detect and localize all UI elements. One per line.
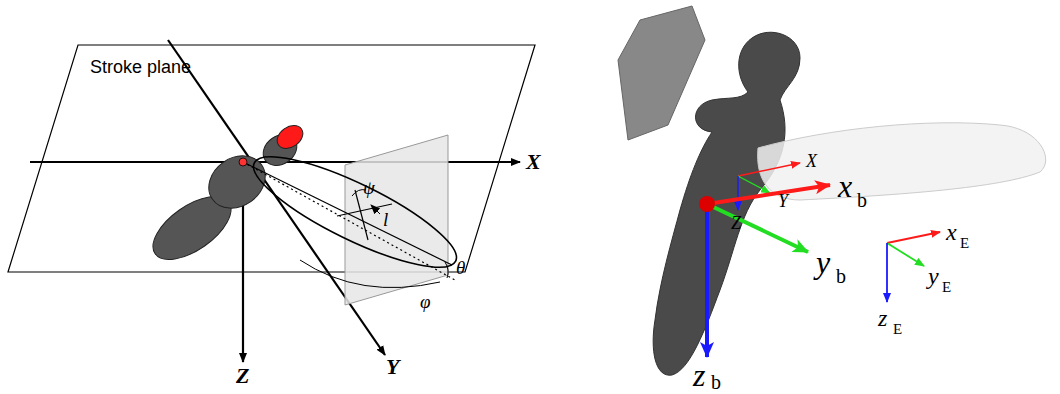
axis-subscript: b (857, 190, 867, 210)
axis-label: Y (778, 192, 788, 210)
angle-label: φ (420, 292, 431, 311)
axis-label: z (878, 306, 887, 330)
axis-subscript: E (960, 236, 969, 251)
plane-label: Stroke plane (90, 58, 191, 76)
axis-label: z (693, 359, 705, 391)
axis-subscript: E (893, 322, 902, 337)
axis-subscript: E (942, 280, 951, 295)
axis-label: Z (236, 365, 249, 387)
angle-label: θ (456, 258, 465, 277)
axis-subscript: b (711, 372, 721, 392)
axis-label: Y (386, 356, 399, 378)
axis-label: Z (731, 214, 741, 232)
axis-label: X (526, 151, 541, 173)
axis-subscript: b (836, 266, 846, 286)
angle-label: ψ (363, 178, 375, 197)
axis-label: x (946, 220, 957, 244)
axis-label: y (928, 264, 939, 288)
axis-label: X (806, 152, 817, 170)
length-label: l (383, 210, 388, 229)
axis-label: x (838, 170, 852, 202)
axis-label: y (816, 246, 830, 278)
